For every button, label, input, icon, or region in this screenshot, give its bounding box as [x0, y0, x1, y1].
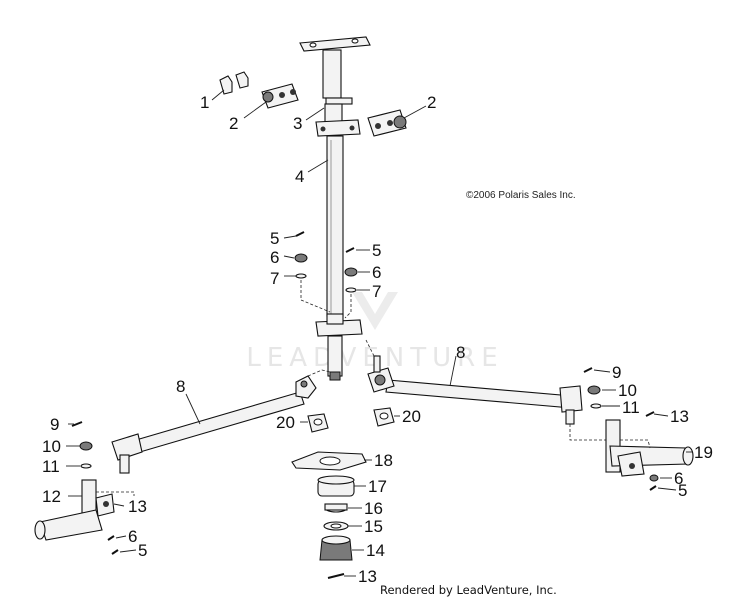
callout-6-left-lower: 6 [128, 527, 137, 546]
clamp-right [367, 109, 407, 137]
callout-8-left: 8 [176, 377, 185, 396]
callout-17: 17 [368, 477, 387, 496]
hardware-right [344, 247, 358, 319]
callout-7-left: 7 [270, 269, 279, 288]
callout-13-right: 13 [670, 407, 689, 426]
bearing-stack [291, 451, 367, 579]
tie-rod-left [111, 369, 331, 474]
callout-5-left: 5 [270, 229, 279, 248]
callout-13-left: 13 [128, 497, 147, 516]
callout-13-bottom: 13 [358, 567, 377, 586]
callout-20-left: 20 [276, 413, 295, 432]
callout-1: 1 [200, 93, 209, 112]
callout-6-center: 6 [372, 263, 381, 282]
callout-18: 18 [374, 451, 393, 470]
callout-20-right: 20 [402, 407, 421, 426]
nut-left [307, 413, 329, 433]
callout-6-right: 6 [674, 469, 683, 488]
callout-6-left: 6 [270, 248, 279, 267]
bolts [219, 71, 249, 95]
callout-10-left: 10 [42, 437, 61, 456]
leader-lines [66, 89, 692, 577]
steering-column [299, 36, 371, 381]
callout-5-center: 5 [372, 241, 381, 260]
credit-text: Rendered by LeadVenture, Inc. [380, 583, 557, 597]
callout-19: 19 [694, 443, 713, 462]
callout-11-left: 11 [42, 457, 60, 476]
copyright-text: ©2006 Polaris Sales Inc. [466, 190, 576, 201]
callout-8-right: 8 [456, 343, 465, 362]
nut-right [373, 407, 395, 427]
callout-9-right: 9 [612, 363, 621, 382]
callout-3: 3 [293, 114, 302, 133]
callout-11-right: 11 [622, 398, 640, 417]
callout-14: 14 [366, 541, 385, 560]
spindle-left [34, 421, 135, 555]
callout-labels: 1 2 2 3 4 5 6 7 5 6 7 8 8 9 10 11 12 13 … [42, 93, 713, 586]
callout-9-left: 9 [50, 415, 59, 434]
callout-5-left-lower: 5 [138, 541, 147, 560]
hardware-left [294, 231, 331, 313]
spindle-right [569, 367, 694, 491]
callout-16: 16 [364, 499, 383, 518]
callout-7-center: 7 [372, 282, 381, 301]
callout-10-right: 10 [618, 381, 637, 400]
callout-15: 15 [364, 517, 383, 536]
callout-2-right: 2 [427, 93, 436, 112]
callout-2-left: 2 [229, 114, 238, 133]
callout-12: 12 [42, 487, 61, 506]
tie-rod-right [365, 339, 583, 425]
callout-5-right: 5 [678, 481, 687, 500]
callout-4: 4 [295, 167, 304, 186]
clamp-left [261, 83, 299, 109]
